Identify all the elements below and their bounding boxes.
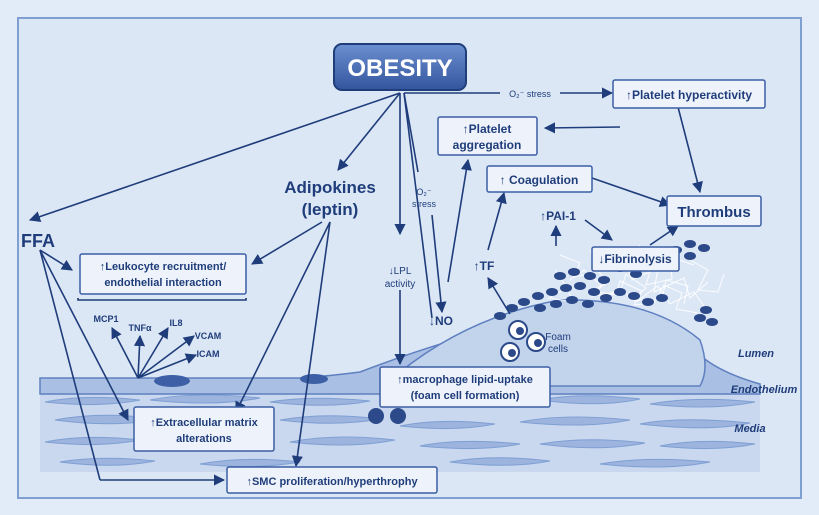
icam-label: ICAM [197, 349, 220, 359]
tf-label: ↑TF [474, 259, 495, 273]
foam-cells [500, 320, 546, 362]
adipokines-label-1: Adipokines [284, 178, 376, 197]
macrophage-label-2: (foam cell formation) [411, 390, 520, 402]
platelet-aggregation-label-2: aggregation [453, 138, 522, 152]
ecm-label-1: ↑Extracellular matrix [150, 417, 258, 429]
smc-label: ↑SMC proliferation/hyperthrophy [246, 476, 418, 488]
o2-stress-top-label: O₂⁻ stress [509, 89, 551, 99]
media-label: Media [734, 423, 765, 435]
boxes [79, 43, 766, 494]
il8-label: IL8 [169, 318, 182, 328]
pai1-label: ↑PAI-1 [540, 209, 576, 223]
no-label: ↓NO [429, 314, 453, 328]
mcp1-label: MCP1 [93, 314, 118, 324]
foam-cells-label-1: Foam [545, 332, 571, 343]
coagulation-label: ↑ Coagulation [500, 173, 579, 187]
endothelium-label: Endothelium [731, 384, 798, 396]
o2-stress-mid-label-1: O₂⁻ [416, 187, 431, 197]
ffa-label: FFA [21, 231, 55, 251]
o2-stress-mid-label-2: stress [412, 199, 437, 209]
adipokines-label-2: (leptin) [302, 200, 359, 219]
lumen-label: Lumen [738, 348, 774, 360]
platelet-hyperactivity-label: ↑Platelet hyperactivity [626, 88, 752, 102]
arrows [28, 87, 703, 486]
macrophage-label-1: ↑macrophage lipid-uptake [397, 374, 533, 386]
ecm-label-2: alterations [176, 433, 232, 445]
leukocyte-label-1: ↑Leukocyte recruitment/ [100, 261, 227, 273]
leukocyte-label-2: endothelial interaction [104, 277, 222, 289]
plaque [399, 299, 706, 387]
foam-cells-label-2: cells [548, 344, 568, 355]
thrombus-label: Thrombus [677, 204, 750, 221]
tnfa-label: TNFα [128, 323, 151, 333]
lpl-label-2: activity [385, 279, 416, 290]
platelet-aggregation-label-1: ↑Platelet [463, 122, 512, 136]
title-obesity: OBESITY [347, 55, 452, 82]
fibrinolysis-label: ↓Fibrinolysis [598, 252, 672, 266]
lpl-label-1: ↓LPL [389, 266, 412, 277]
vcam-label: VCAM [195, 331, 222, 341]
